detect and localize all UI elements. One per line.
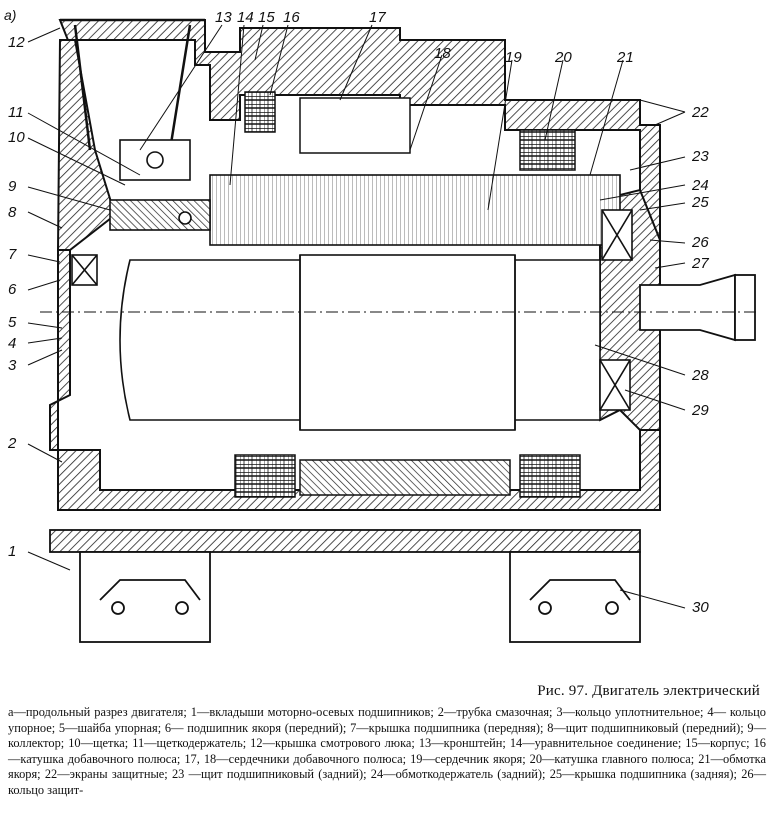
figure-caption-title: Рис. 97. Двигатель электрический <box>537 683 760 699</box>
armature <box>119 174 621 431</box>
figure-legend: а—продольный разрез двигателя; 1—вкладыш… <box>8 705 766 797</box>
callout-label-15: 15 <box>258 9 275 26</box>
callout-label-22: 22 <box>691 104 709 121</box>
callout-label-3: 3 <box>8 357 17 374</box>
shaft <box>40 273 760 342</box>
callout-label-17: 17 <box>369 9 386 26</box>
callout-label-23: 23 <box>691 148 709 165</box>
callout-label-2: 2 <box>7 435 17 452</box>
bearings <box>71 209 633 411</box>
callout-label-28: 28 <box>691 367 709 384</box>
callout-label-18: 18 <box>434 45 451 62</box>
callout-label-14: 14 <box>237 9 254 26</box>
callout-label-5: 5 <box>8 314 17 331</box>
motor-section-drawing: а) <box>4 7 760 643</box>
callout-label-1: 1 <box>8 543 16 560</box>
figure-sub-label: а) <box>4 7 16 23</box>
callout-label-4: 4 <box>8 335 16 352</box>
callout-label-9: 9 <box>8 178 17 195</box>
callout-label-24: 24 <box>691 177 709 194</box>
callout-label-29: 29 <box>691 402 709 419</box>
callout-label-12: 12 <box>8 34 25 51</box>
callout-label-16: 16 <box>283 9 300 26</box>
commutator <box>109 139 211 231</box>
callout-label-30: 30 <box>692 599 709 616</box>
callout-label-19: 19 <box>505 49 522 66</box>
callout-label-6: 6 <box>8 281 17 298</box>
callout-label-25: 25 <box>691 194 709 211</box>
callout-label-26: 26 <box>691 234 709 251</box>
axle-suspension <box>49 529 641 643</box>
callout-leaders <box>27 24 686 609</box>
callout-label-20: 20 <box>554 49 572 66</box>
callout-label-10: 10 <box>8 129 25 146</box>
callout-label-21: 21 <box>616 49 634 66</box>
callout-label-11: 11 <box>8 104 24 121</box>
inspection-hatch-cover <box>60 18 205 151</box>
callout-label-27: 27 <box>691 255 709 272</box>
callout-label-7: 7 <box>8 246 17 263</box>
callout-label-13: 13 <box>215 9 232 26</box>
field-poles <box>234 91 581 498</box>
callout-label-8: 8 <box>8 204 17 221</box>
